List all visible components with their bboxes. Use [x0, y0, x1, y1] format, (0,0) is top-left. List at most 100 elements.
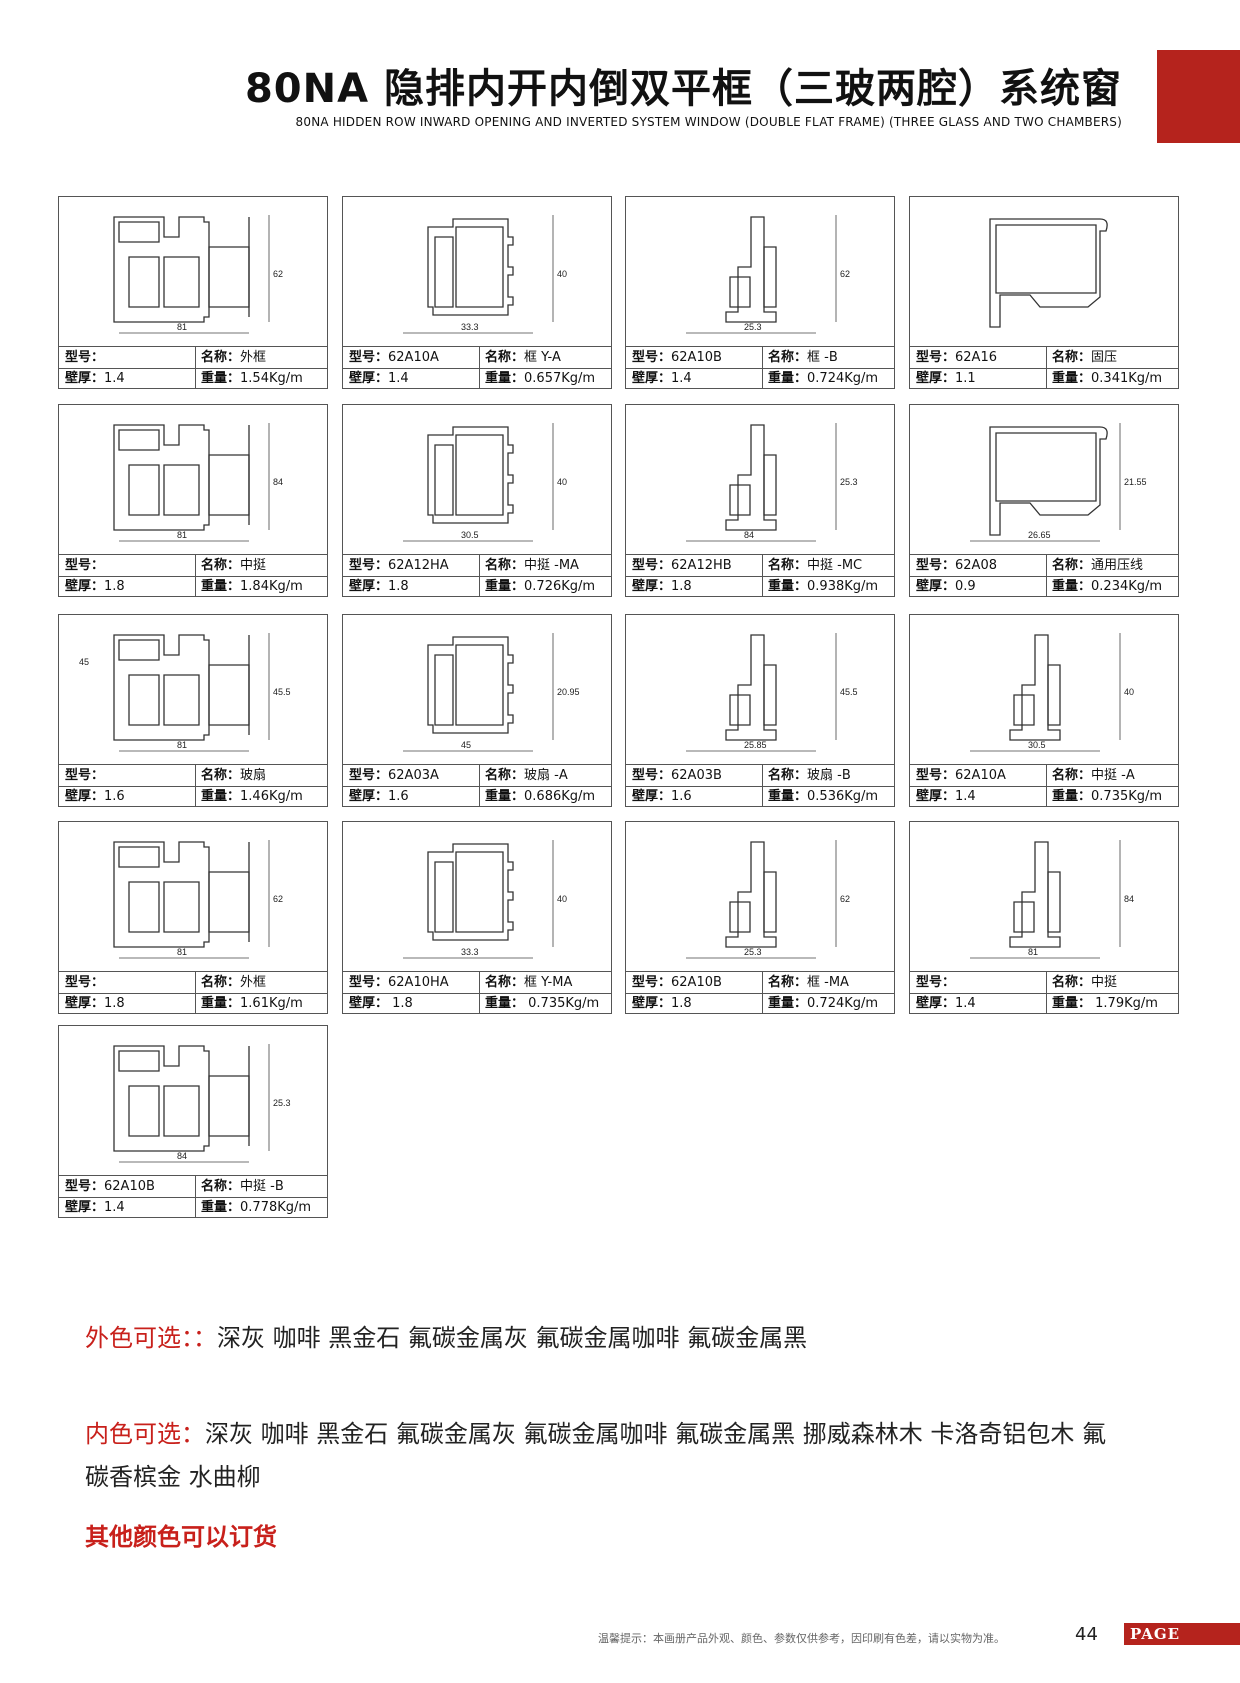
model-value: 62A10B: [671, 350, 722, 365]
model-value: 62A10HA: [388, 975, 449, 990]
model-cell: 型号：62A10HA: [349, 972, 473, 993]
wall-value: 1.8: [388, 579, 409, 594]
wall-value: 1.4: [955, 789, 976, 804]
dimension-label: 40: [557, 477, 567, 487]
dimension-label: 45.5: [273, 687, 291, 697]
model-value: 62A12HB: [671, 558, 732, 573]
name-cell: 名称：通用压线: [1046, 555, 1176, 576]
wall-label: 壁厚：: [65, 1200, 105, 1215]
wall-label: 壁厚：: [349, 996, 389, 1011]
weight-label: 重量：: [768, 371, 808, 386]
name-value: 玻扇 -B: [807, 768, 851, 783]
name-label: 名称：: [485, 350, 525, 365]
weight-value: 0.735Kg/m: [1091, 789, 1163, 804]
wall-cell: 壁厚：1.8: [349, 576, 473, 597]
outer-color-line: 外色可选：：深灰 咖啡 黑金石 氟碳金属灰 氟碳金属咖啡 氟碳金属黑: [85, 1318, 807, 1353]
dimension-label: 62: [273, 894, 283, 904]
model-value: 62A08: [955, 558, 997, 573]
dimension-label: 81: [1028, 947, 1038, 957]
weight-value: 0.726Kg/m: [524, 579, 596, 594]
name-value: 中挺 -B: [240, 1179, 284, 1194]
weight-value: 1.84Kg/m: [240, 579, 303, 594]
dimension-label: 25.3: [744, 947, 762, 957]
weight-label: 重量：: [768, 789, 808, 804]
dimension-label: 81: [177, 530, 187, 540]
weight-cell: 重量：0.536Kg/m: [762, 786, 892, 807]
inner-color-label: 内色可选：: [85, 1420, 205, 1448]
dimension-label: 84: [177, 1151, 187, 1161]
weight-cell: 重量：0.657Kg/m: [479, 368, 609, 389]
wall-label: 壁厚：: [632, 996, 672, 1011]
model-label: 型号：: [65, 558, 105, 573]
model-cell: 型号：62A03B: [632, 765, 756, 786]
name-label: 名称：: [201, 768, 241, 783]
weight-value: 0.657Kg/m: [524, 371, 596, 386]
wall-cell: 壁厚：1.4: [916, 786, 1040, 807]
weight-cell: 重量：1.54Kg/m: [195, 368, 325, 389]
model-cell: 型号：: [916, 972, 1040, 993]
name-label: 名称：: [485, 975, 525, 990]
name-label: 名称：: [768, 975, 808, 990]
weight-cell: 重量： 0.735Kg/m: [479, 993, 609, 1014]
dimension-label: 81: [177, 947, 187, 957]
dimension-label: 84: [273, 477, 283, 487]
name-value: 中挺 -MA: [524, 558, 579, 573]
name-value: 外框: [240, 975, 267, 990]
weight-value: 1.61Kg/m: [240, 996, 303, 1011]
model-cell: 型号：62A10A: [349, 347, 473, 368]
model-cell: 型号：: [65, 765, 189, 786]
model-value: 62A10B: [104, 1179, 155, 1194]
weight-cell: 重量：0.341Kg/m: [1046, 368, 1176, 389]
weight-cell: 重量：0.778Kg/m: [195, 1197, 325, 1218]
wall-cell: 壁厚： 1.8: [349, 993, 473, 1014]
name-cell: 名称：中挺: [1046, 972, 1176, 993]
wall-label: 壁厚：: [632, 371, 672, 386]
weight-value: 1.54Kg/m: [240, 371, 303, 386]
inner-color-values-1: 深灰 咖啡 黑金石 氟碳金属灰 氟碳金属咖啡 氟碳金属黑 挪威森林木 卡洛奇铝包…: [205, 1420, 1107, 1448]
name-cell: 名称：玻扇: [195, 765, 325, 786]
model-value: 62A10A: [955, 768, 1006, 783]
name-value: 外框: [240, 350, 267, 365]
model-value: 62A03A: [388, 768, 439, 783]
wall-value: 1.4: [388, 371, 409, 386]
wall-value: 1.8: [671, 996, 692, 1011]
model-label: 型号：: [65, 350, 105, 365]
name-value: 玻扇: [240, 768, 267, 783]
wall-value: 1.1: [955, 371, 976, 386]
name-cell: 名称：中挺 -MA: [479, 555, 609, 576]
name-value: 框 -MA: [807, 975, 849, 990]
name-cell: 名称：中挺 -MC: [762, 555, 892, 576]
name-cell: 名称：固压: [1046, 347, 1176, 368]
weight-label: 重量：: [485, 996, 525, 1011]
model-label: 型号：: [349, 558, 389, 573]
dimension-label: 25.3: [744, 322, 762, 332]
weight-label: 重量：: [768, 996, 808, 1011]
outer-color-label: 外色可选：：: [85, 1324, 217, 1352]
dimension-label: 62: [273, 269, 283, 279]
wall-label: 壁厚：: [916, 371, 956, 386]
wall-cell: 壁厚：1.6: [65, 786, 189, 807]
model-label: 型号：: [65, 768, 105, 783]
fixed-bead-section-icon: [910, 197, 1178, 346]
wall-label: 壁厚：: [349, 789, 389, 804]
name-cell: 名称：框 -B: [762, 347, 892, 368]
wall-cell: 壁厚：1.8: [632, 576, 756, 597]
wall-label: 壁厚：: [916, 579, 956, 594]
name-cell: 名称：框 Y-A: [479, 347, 609, 368]
name-value: 通用压线: [1091, 558, 1144, 573]
dimension-label: 33.3: [461, 322, 479, 332]
